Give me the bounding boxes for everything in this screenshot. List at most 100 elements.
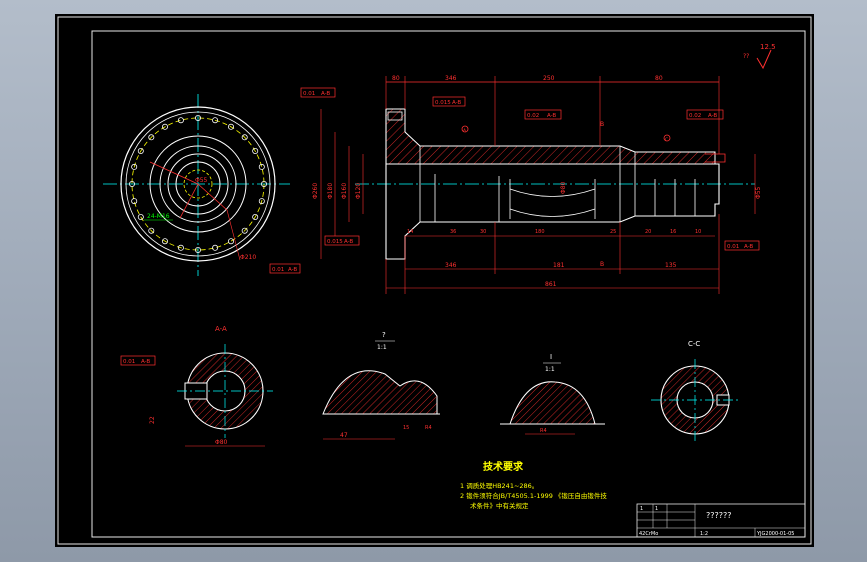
title-block: ?????? 42CrMo YJG2000-01-05 1:2 1 1 [636, 503, 806, 538]
section-c-title: C-C [688, 340, 700, 348]
bolt-hole [212, 117, 219, 124]
tolerance-frame-4: A-B [452, 100, 461, 106]
title-block-material: 42CrMo [639, 531, 658, 537]
tolerance-frame-11: 0.015 [327, 239, 343, 245]
dim-top-4: 80 [655, 75, 663, 82]
dim-dia-1: Φ260 [312, 183, 319, 199]
title-block-drawing-no: YJG2000-01-05 [756, 531, 794, 537]
roughness-symbol: 12.5 ?? [743, 43, 776, 70]
tolerance-frame-6: A-B [547, 113, 556, 119]
bolt-hole [258, 198, 265, 205]
detail-1-dim-3: R4 [425, 425, 432, 431]
detail-1-scale: 1:1 [377, 344, 387, 351]
tolerance-frame-10b: A-B [744, 244, 753, 250]
notes-heading: 技术要求 [483, 460, 524, 473]
dim-dia-2: Φ180 [327, 183, 334, 199]
sec-a-dim: Φ80 [215, 439, 228, 446]
dim-mid-8: 10 [695, 229, 701, 235]
detail-1-dim-2: 15 [403, 425, 409, 431]
sec-a-tolerance-datum: A-B [141, 359, 150, 365]
inner-border [91, 30, 806, 538]
bolt-hole [148, 227, 155, 234]
bolt-hole [162, 123, 169, 130]
dim-top-1: 80 [392, 75, 400, 82]
dim-mid-6: 20 [645, 229, 651, 235]
dim-top-3: 250 [543, 75, 555, 82]
drawing-sheet: 12.5 ?? Φ55 24-M16 Φ210 0.01 A-B [55, 14, 814, 547]
bolt-hole [227, 123, 234, 130]
dim-mid-1: 14 [407, 229, 413, 235]
tolerance-frame-1: 0.01 [303, 91, 315, 97]
callout-a: A [463, 128, 467, 134]
dim-top-2: 346 [445, 75, 457, 82]
dim-mid-4: 180 [535, 229, 545, 235]
bolt-hole [177, 244, 184, 251]
section-c-c: C-C [651, 340, 739, 442]
bolt-holes-label: 24-M16 [147, 213, 170, 220]
dim-dia-4: Φ120 [355, 183, 362, 199]
bolt-hole [252, 147, 259, 154]
drawing-canvas: 12.5 ?? Φ55 24-M16 Φ210 0.01 A-B [57, 16, 812, 545]
bolt-hole [131, 163, 138, 170]
dim-overall: 861 [545, 281, 557, 288]
section-a-a: A-A 0.01 A-B Φ80 22 [120, 325, 273, 447]
tolerance-frame-9: 0.01 [272, 267, 284, 273]
bolt-hole [129, 180, 136, 187]
bolt-hole [162, 238, 169, 245]
detail-2-scale: 1:1 [545, 366, 555, 373]
dim-dia-5: Φ80 [560, 181, 567, 194]
outer-border [57, 16, 812, 545]
detail-2-dim: R4 [540, 428, 547, 434]
bolt-hole [137, 213, 144, 220]
callout-b-top: B [600, 121, 604, 128]
end-view-bore-dim: Φ55 [195, 177, 208, 184]
tolerance-frame-9b: 0.01 [727, 244, 739, 250]
technical-notes: 技术要求 1 调质处理HB241~286。 2 锻件须符合JB/T4505.1-… [460, 460, 607, 510]
bolt-hole [241, 134, 248, 141]
title-block-scale: 1:2 [700, 531, 708, 537]
dim-dia-3: Φ160 [341, 183, 348, 199]
sec-a-tolerance-val: 0.01 [123, 359, 135, 365]
tolerance-frame-12: A-B [344, 239, 353, 245]
bolt-hole-pattern [129, 115, 267, 253]
dim-mid-3: 30 [480, 229, 486, 235]
dim-mid-2: 36 [450, 229, 456, 235]
dim-dia-6: Φ55 [755, 186, 762, 199]
bolt-hole [194, 115, 201, 122]
shaft-main-view: A C B B 80 346 250 80 Φ260 Φ180 Φ160 Φ12… [300, 75, 762, 294]
dim-mid-5: 25 [610, 229, 616, 235]
detail-view-2: I 1:1 R4 [500, 353, 605, 435]
main-tolerance-frames: 0.01 A-B 0.015 A-B 0.02 A-B 0.02 A-B 0.0… [300, 87, 760, 251]
title-block-qty: 1 [655, 506, 658, 512]
detail-1-mark: ? [382, 331, 386, 339]
notes-line-3: 术条件》中有关规定 [470, 501, 529, 510]
pcd-label: Φ210 [240, 254, 256, 261]
section-a-title: A-A [215, 325, 227, 333]
end-view: Φ55 24-M16 Φ210 0.01 A-B [103, 94, 301, 276]
bolt-hole [212, 244, 219, 251]
title-block-sheet: 1 [640, 506, 643, 512]
detail-view-1: ? 1:1 47 15 R4 [322, 331, 440, 440]
bolt-hole [241, 227, 248, 234]
title-block-title: ?????? [706, 511, 731, 520]
dim-bot-1: 346 [445, 262, 457, 269]
bolt-hole [137, 147, 144, 154]
callout-b-bottom: B [600, 261, 604, 268]
bolt-hole [252, 213, 259, 220]
tolerance-frame-8: A-B [708, 113, 717, 119]
detail-1-dim-1: 47 [340, 432, 348, 439]
notes-line-1: 1 调质处理HB241~286。 [460, 481, 538, 490]
sec-a-width: 22 [149, 416, 156, 424]
detail-2-mark: I [550, 353, 552, 361]
bolt-hole [177, 117, 184, 124]
bolt-hole [227, 238, 234, 245]
roughness-value: 12.5 [760, 43, 776, 51]
dim-mid-7: 16 [670, 229, 676, 235]
tolerance-frame-2: A-B [321, 91, 330, 97]
dim-bot-2: 181 [553, 262, 565, 269]
roughness-note: ?? [743, 53, 749, 60]
dim-bot-3: 135 [665, 262, 677, 269]
bolt-hole [260, 180, 267, 187]
tolerance-frame-3: 0.015 [435, 100, 451, 106]
